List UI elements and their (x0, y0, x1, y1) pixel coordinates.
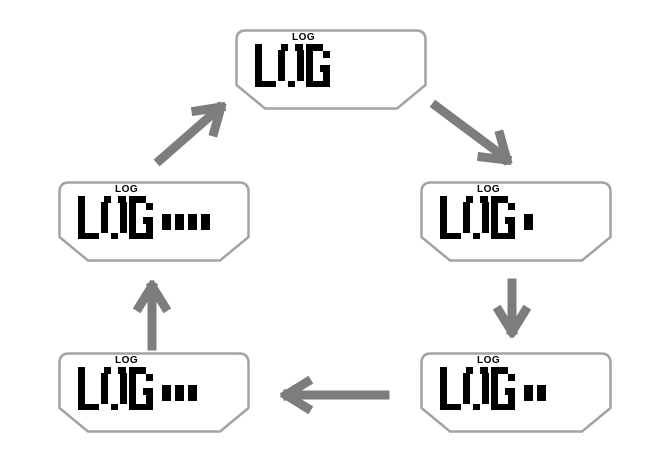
display-panel-right: LOG (420, 181, 612, 262)
log-interval-bar (524, 385, 533, 401)
log-annunciator-label: LOG (115, 355, 139, 366)
log-annunciator-label: LOG (477, 355, 501, 366)
arrow-bottom-left-to-left (132, 279, 172, 351)
log-annunciator-label: LOG (292, 32, 316, 43)
lcd-log-display (78, 367, 228, 413)
log-interval-bar (175, 214, 184, 230)
log-interval-bar (537, 385, 546, 401)
log-annunciator-label: LOG (477, 184, 501, 195)
log-interval-bar (188, 214, 197, 230)
log-interval-bar (175, 385, 184, 401)
display-panel-bottom-left: LOG (58, 352, 250, 433)
arrow-bottom-right-to-bottom-left (279, 375, 390, 415)
arrow-left-to-top (153, 101, 227, 167)
log-interval-bar (162, 214, 171, 230)
display-panel-bottom-right: LOG (420, 352, 612, 433)
arrow-right-to-bottom-right (492, 278, 532, 339)
log-interval-bar (162, 385, 171, 401)
lcd-log-display (255, 44, 405, 90)
log-interval-bar (188, 385, 197, 401)
display-panel-top: LOG (235, 29, 427, 110)
lcd-log-display (78, 196, 228, 242)
log-interval-bar (201, 214, 210, 230)
display-panel-left: LOG (58, 181, 250, 262)
log-annunciator-label: LOG (115, 184, 139, 195)
arrow-top-to-right (429, 99, 513, 166)
lcd-log-display (440, 367, 590, 413)
log-interval-bar (524, 214, 533, 230)
lcd-log-display (440, 196, 590, 242)
